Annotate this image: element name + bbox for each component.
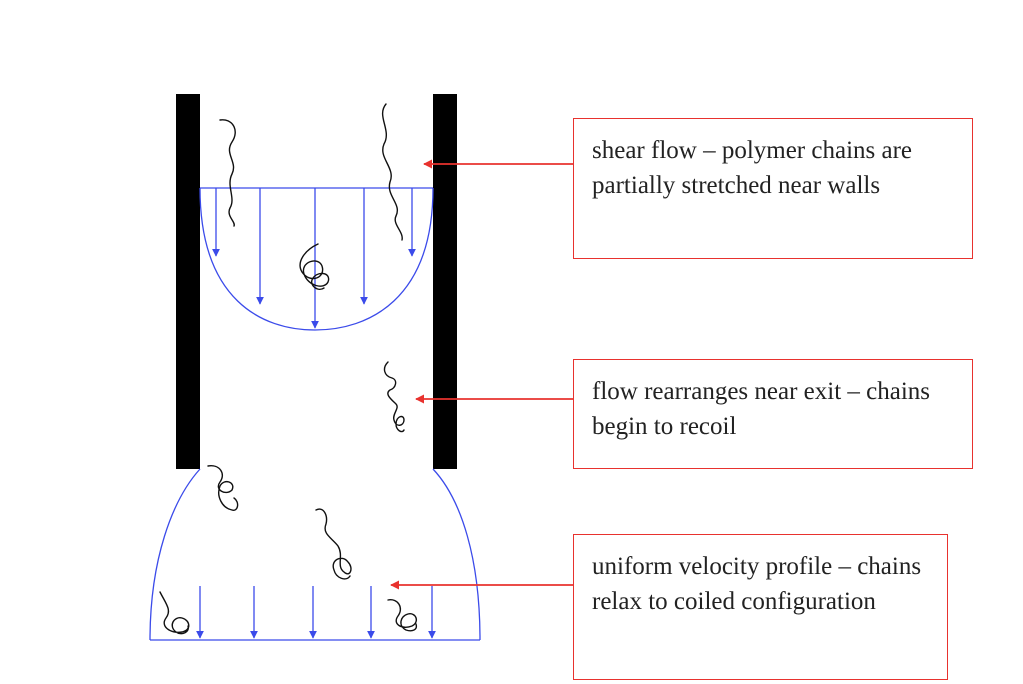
left-channel-wall — [176, 94, 200, 469]
coiled-polymer-chain — [159, 591, 190, 635]
left-exit-boundary — [149, 468, 201, 641]
coiled-polymer-chain — [299, 243, 330, 290]
uniform-velocity-profile — [149, 468, 481, 641]
callout-shear-flow: shear flow – polymer chains are partiall… — [573, 118, 973, 259]
callout-uniform-profile: uniform velocity profile – chains relax … — [573, 534, 948, 680]
parabolic-profile-curve — [199, 187, 434, 331]
parabolic-velocity-profile — [199, 187, 434, 331]
coiled-polymer-chain — [387, 599, 418, 632]
coiled-polymer-chain — [207, 465, 239, 511]
stretched-polymer-chain — [381, 103, 403, 241]
callout-text: shear flow – polymer chains are partiall… — [592, 137, 913, 199]
stretched-polymer-chain — [219, 119, 236, 227]
coiled-polymer-chain — [315, 508, 352, 580]
callout-text: uniform velocity profile – chains relax … — [592, 553, 922, 615]
recoiling-polymer-chain — [383, 361, 405, 433]
callout-text: flow rearranges near exit – chains begin… — [592, 378, 931, 440]
callout-exit-rearrangement: flow rearranges near exit – chains begin… — [573, 359, 973, 469]
right-channel-wall — [433, 94, 457, 469]
right-exit-boundary — [432, 468, 481, 641]
